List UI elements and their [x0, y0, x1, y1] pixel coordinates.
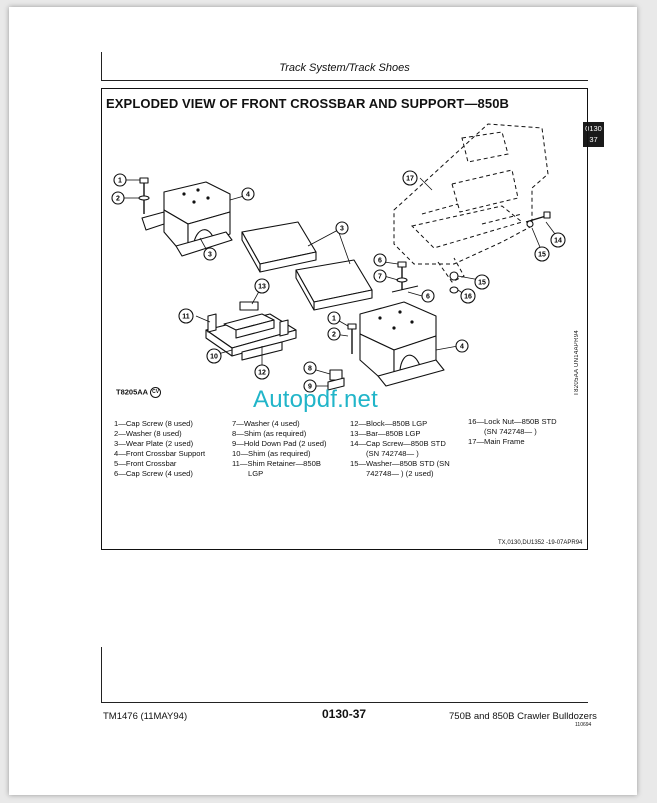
svg-text:11: 11	[182, 314, 190, 321]
section-tab-page: 37	[589, 135, 598, 144]
print-code: 110694	[575, 722, 592, 728]
svg-text:2: 2	[332, 332, 336, 339]
callout-7: 7	[373, 269, 387, 283]
legend-column-3: 12—Block—850B LGP 13—Bar—850B LGP 14—Cap…	[350, 419, 450, 479]
legend-item: LGP	[248, 469, 264, 478]
svg-text:8: 8	[308, 366, 312, 373]
svg-text:14: 14	[554, 238, 562, 245]
watermark: Autopdf.net	[253, 386, 378, 413]
header-rule	[101, 52, 102, 80]
callout-17: 17	[402, 170, 418, 186]
legend-item: (SN 742748— )	[366, 449, 419, 458]
callout-1: 1	[113, 173, 127, 187]
legend-column-2: 7—Washer (4 used) 8—Shim (as required) 9…	[232, 419, 327, 479]
legend-item: 12—Block—850B LGP	[350, 419, 428, 428]
callout-3b: 3	[335, 221, 349, 235]
header-rule-horizontal	[101, 80, 588, 81]
svg-text:3: 3	[208, 252, 212, 259]
svg-text:12: 12	[258, 370, 266, 377]
legend-item: 16—Lock Nut—850B STD	[468, 417, 557, 426]
legend-item: 742748— ) (2 used)	[366, 469, 434, 478]
legend-column-1: 1—Cap Screw (8 used) 2—Washer (8 used) 3…	[114, 419, 205, 479]
svg-text:13: 13	[258, 284, 266, 291]
legend-item: 7—Washer (4 used)	[232, 419, 300, 428]
main-frame	[393, 123, 549, 283]
manual-title: 750B and 850B Crawler Bulldozers	[449, 711, 597, 722]
legend-item: 10—Shim (as required)	[232, 449, 311, 458]
footer-rule	[101, 647, 102, 702]
figure-frame	[101, 88, 588, 550]
callout-2b: 2	[327, 327, 341, 341]
legend-item: 4—Front Crossbar Support	[114, 449, 206, 458]
callout-3: 3	[203, 247, 217, 261]
svg-text:6: 6	[426, 294, 430, 301]
callout-4: 4	[241, 187, 255, 201]
svg-text:9: 9	[308, 384, 312, 391]
callout-1b: 1	[327, 311, 341, 325]
callout-6: 6	[373, 253, 387, 267]
figure-code-text: T8205AA	[116, 387, 149, 397]
legend-item: 2—Washer (8 used)	[114, 429, 182, 438]
callout-14: 14	[550, 232, 566, 248]
legend-column-4: 16—Lock Nut—850B STD (SN 742748— ) 17—Ma…	[468, 417, 557, 447]
legend-item: 17—Main Frame	[468, 437, 525, 446]
callout-15: 15	[534, 246, 550, 262]
callout-9: 9	[303, 379, 317, 393]
figure-title: EXPLODED VIEW OF FRONT CROSSBAR AND SUPP…	[106, 96, 510, 111]
exploded-view-drawing: 1 2 3 4 3 6 7 6 11 10 13 12 1 2 4 8 9 17…	[111, 123, 566, 393]
svg-text:6: 6	[378, 258, 382, 265]
wear-plate	[241, 221, 373, 311]
svg-text:15: 15	[538, 252, 546, 259]
section-tab: 0130 37	[583, 122, 604, 147]
callout-10: 10	[206, 348, 222, 364]
legend-item: 1—Cap Screw (8 used)	[114, 419, 193, 428]
callout-8: 8	[303, 361, 317, 375]
svg-text:16: 16	[464, 294, 472, 301]
shim-retainer-assembly	[205, 301, 297, 361]
page-number: 0130-37	[322, 707, 367, 721]
svg-text:4: 4	[246, 192, 250, 199]
svg-text:7: 7	[378, 274, 382, 281]
legend-item: 6—Cap Screw (4 used)	[114, 469, 193, 478]
svg-text:2: 2	[116, 196, 120, 203]
legend-item: 14—Cap Screw—850B STD	[350, 439, 446, 448]
svg-text:1: 1	[118, 178, 122, 185]
legend-item: 8—Shim (as required)	[232, 429, 307, 438]
legend-item: 15—Washer—850B STD (SN	[350, 459, 450, 468]
svg-text:4: 4	[460, 344, 464, 351]
legend-item: (SN 742748— )	[484, 427, 537, 436]
callout-12: 12	[254, 364, 270, 380]
figure-code-badge: CV	[150, 387, 162, 398]
svg-text:15: 15	[478, 280, 486, 287]
callout-15b: 15	[474, 274, 490, 290]
manual-number: TM1476 (11MAY94)	[103, 711, 188, 722]
callout-4b: 4	[455, 339, 469, 353]
callout-6b: 6	[421, 289, 435, 303]
figure-side-code: T8205AA UN14APR94	[574, 330, 580, 396]
svg-text:10: 10	[210, 354, 218, 361]
legend-item: 3—Wear Plate (2 used)	[114, 439, 194, 448]
front-crossbar-support-right	[359, 301, 445, 387]
legend-item: 13—Bar—850B LGP	[350, 429, 421, 438]
svg-text:1: 1	[332, 316, 336, 323]
legend-item: 9—Hold Down Pad (2 used)	[232, 439, 327, 448]
document-page	[9, 7, 637, 795]
callout-13: 13	[254, 278, 270, 294]
svg-text:3: 3	[340, 226, 344, 233]
reference-code: TX,0130,DU1352 -19-07APR94	[498, 540, 583, 546]
footer-rule-horizontal	[101, 702, 588, 703]
section-tab-number: 0130	[585, 124, 602, 133]
callout-2: 2	[111, 191, 125, 205]
front-crossbar-support-left	[141, 181, 233, 257]
section-header: Track System/Track Shoes	[279, 62, 410, 74]
legend-item: 11—Shim Retainer—850B	[232, 459, 321, 468]
callout-11: 11	[178, 308, 194, 324]
svg-text:17: 17	[406, 176, 414, 183]
callout-16: 16	[460, 288, 476, 304]
legend-item: 5—Front Crossbar	[114, 459, 177, 468]
